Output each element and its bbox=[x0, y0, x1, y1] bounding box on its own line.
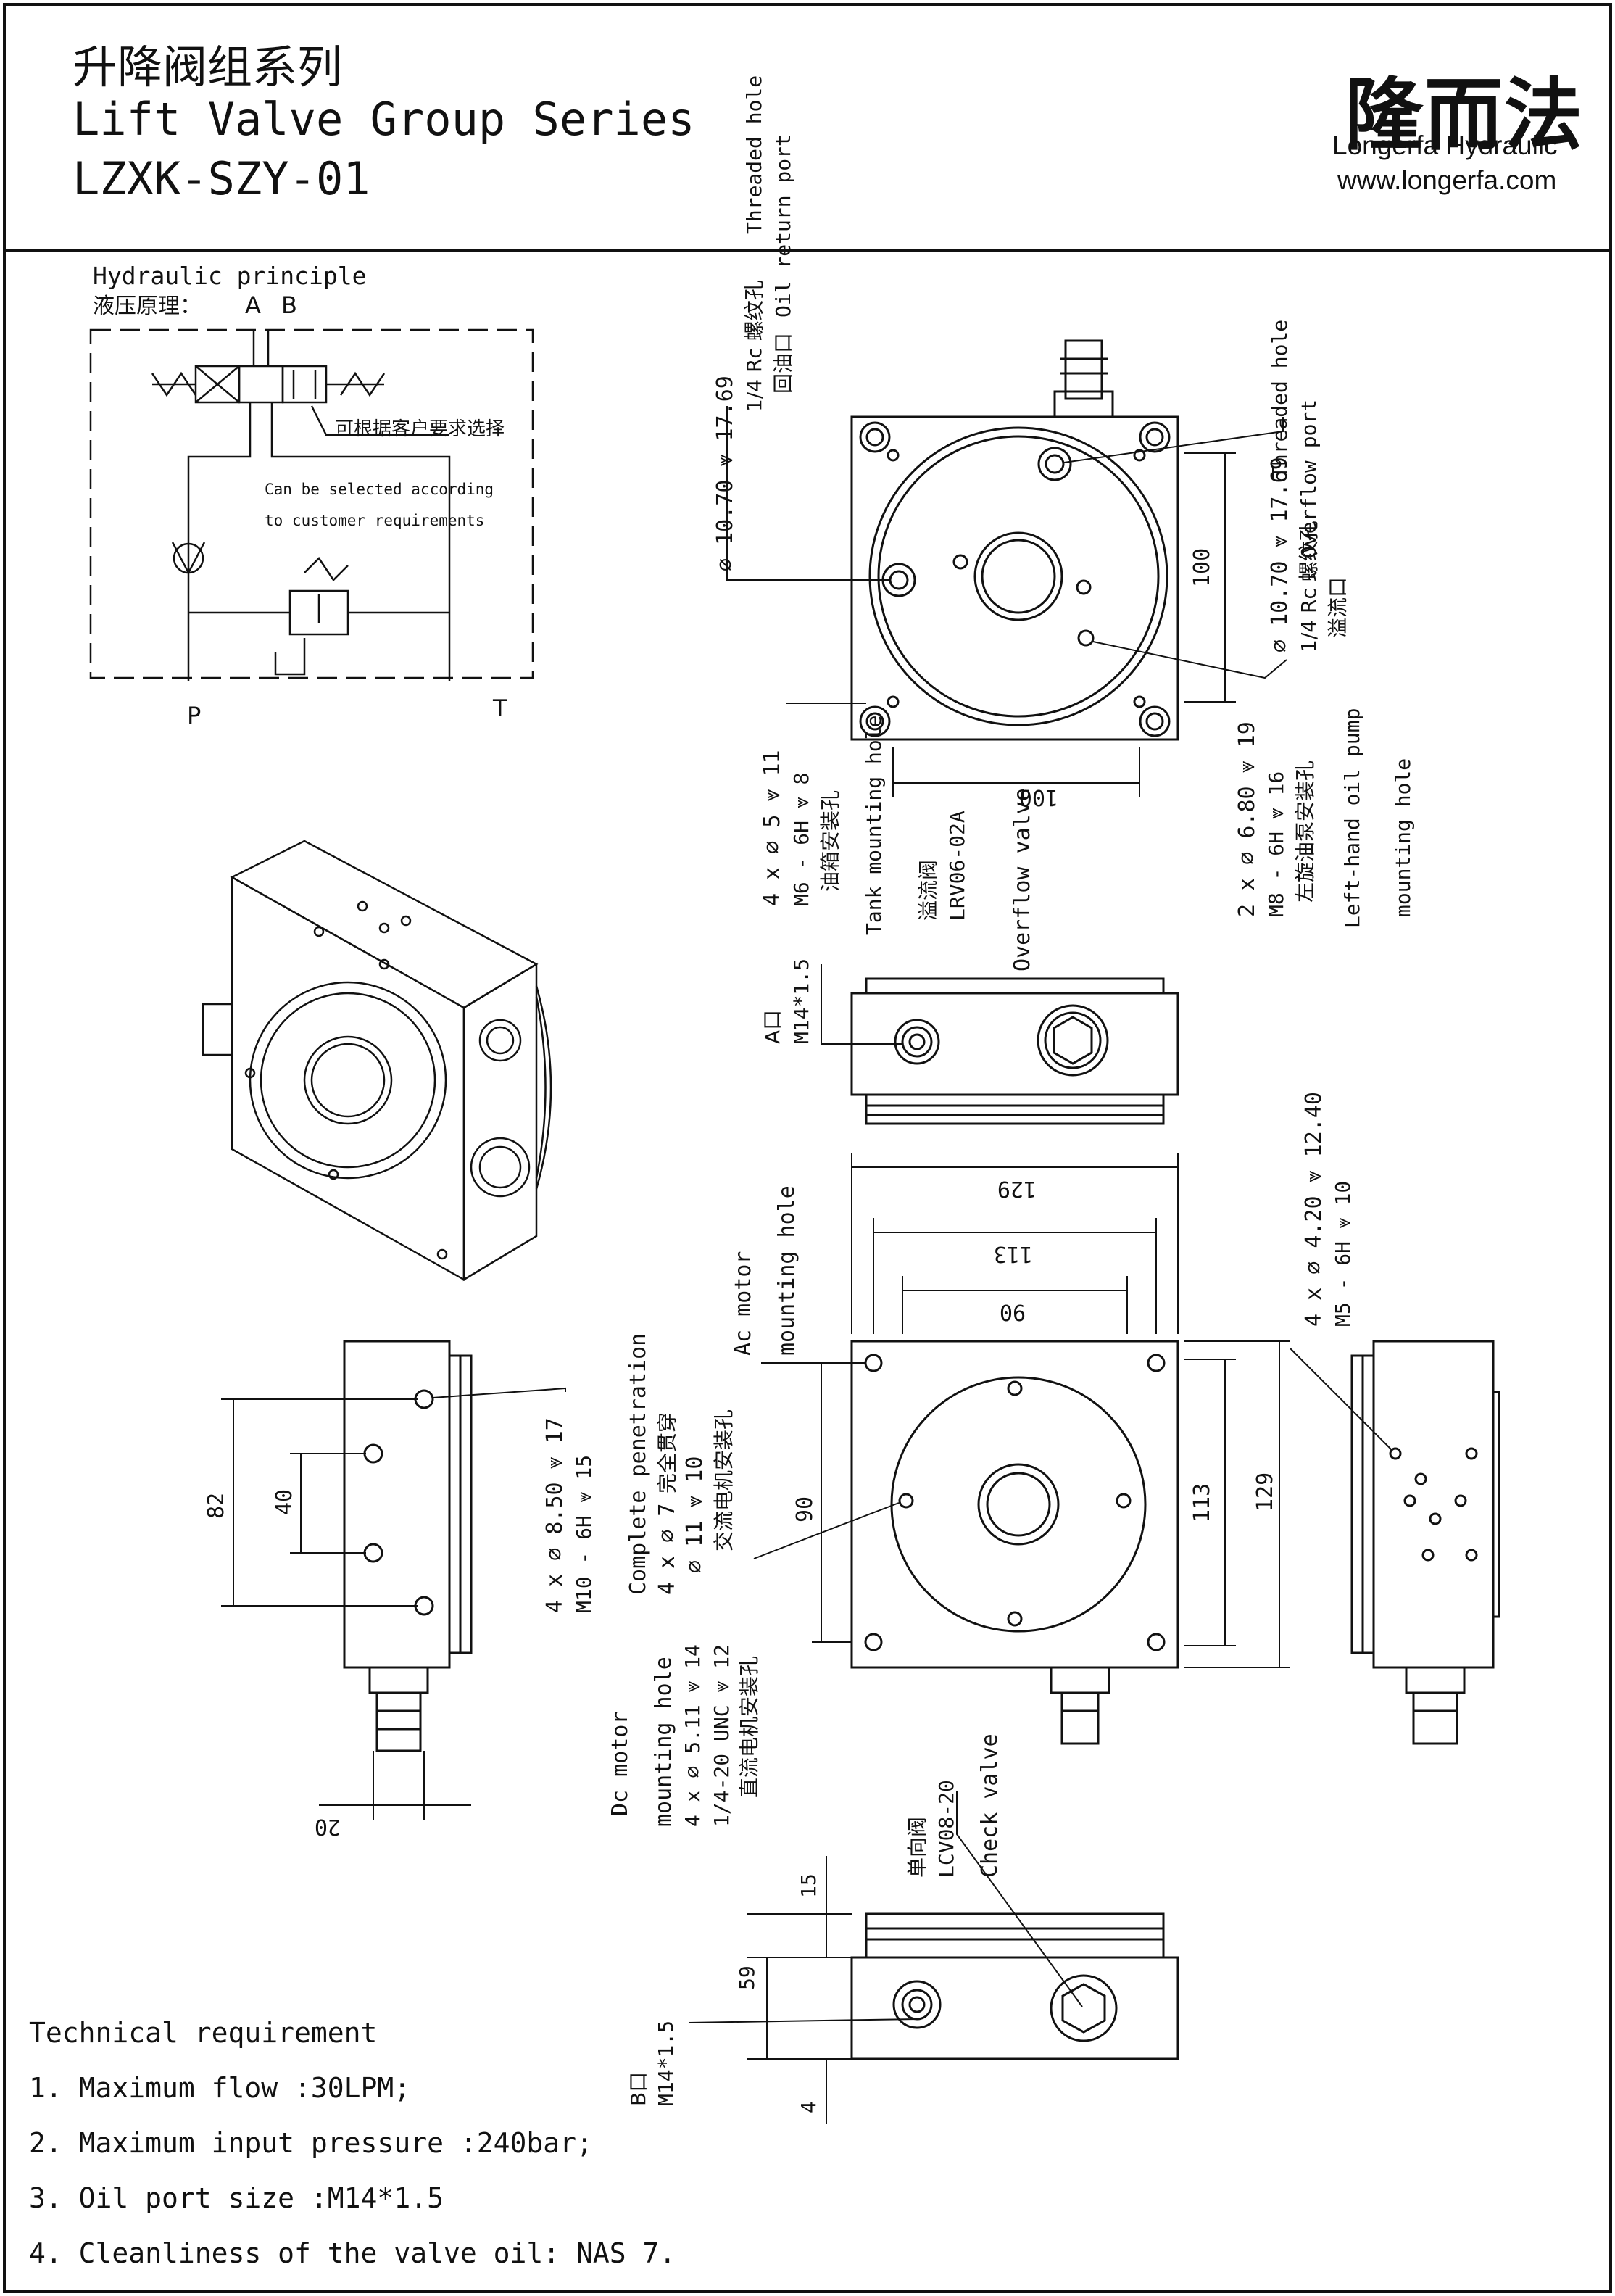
dc-motor-hole-thread: 1/4-20 UNC ⩔ 12 bbox=[710, 1644, 734, 1827]
m10-hole-spec: 4 x ⌀ 8.50 ⩔ 17 bbox=[542, 1417, 568, 1613]
overflow-valve-cn: 溢流阀 bbox=[916, 860, 940, 921]
m10-hole-thread: M10 - 6H ⩔ 15 bbox=[572, 1455, 596, 1613]
pump-hole-en-1: Left-hand oil pump bbox=[1340, 708, 1364, 928]
hydraulic-schematic bbox=[89, 328, 534, 681]
port-b-cn: B口 bbox=[626, 2072, 650, 2106]
left-view-dimensions bbox=[221, 1387, 566, 1820]
isometric-view bbox=[202, 840, 552, 1282]
model-number: LZXK-SZY-01 bbox=[72, 152, 370, 205]
return-port-en: Oil return port bbox=[771, 134, 795, 318]
return-port-cn: 回油口 bbox=[771, 333, 795, 394]
bottom-view bbox=[850, 1912, 1179, 2060]
pump-hole-en-2: mounting hole bbox=[1391, 758, 1415, 917]
dim-left-40: 40 bbox=[272, 1489, 297, 1515]
tech-heading: Technical requirement bbox=[29, 2017, 378, 2049]
dc-motor-hole-en-2: mounting hole bbox=[651, 1657, 676, 1827]
m5-hole-thread: M5 - 6H ⩔ 10 bbox=[1331, 1181, 1355, 1327]
dc-motor-hole-cn: 直流电机安装孔 bbox=[737, 1656, 761, 1798]
tech-item-1: 1. Maximum flow :30LPM; bbox=[29, 2072, 411, 2104]
dim-bottom-15: 15 bbox=[797, 1873, 821, 1898]
top-view bbox=[850, 339, 1179, 741]
right-view bbox=[1350, 1340, 1500, 1745]
dim-front-129-height: 129 bbox=[1253, 1472, 1278, 1512]
pump-hole-thread: M8 - 6H ⩔ 16 bbox=[1264, 771, 1288, 917]
tech-item-2: 2. Maximum input pressure :240bar; bbox=[29, 2127, 593, 2159]
port-b-label: B bbox=[281, 291, 297, 319]
port-a-spec: M14*1.5 bbox=[789, 958, 813, 1044]
return-port-spec: ⌀ 10.70 ⩔ 17.69 bbox=[713, 376, 738, 571]
schematic-title-cn: 液压原理： bbox=[93, 294, 202, 319]
pump-hole-spec: 2 x ⌀ 6.80 ⩔ 19 bbox=[1234, 721, 1260, 917]
bottom-view-dimensions bbox=[688, 1791, 1083, 2124]
title-chinese: 升降阀组系列 bbox=[72, 41, 343, 94]
ac-motor-hole-en-1: Ac motor bbox=[731, 1251, 756, 1356]
dim-front-113-height: 113 bbox=[1190, 1483, 1215, 1522]
through-hole-cn: 完全贯穿 bbox=[655, 1412, 679, 1493]
port-a-cn: A口 bbox=[760, 1010, 784, 1044]
overflow-valve-en: Overflow valve bbox=[1010, 788, 1035, 971]
left-view bbox=[343, 1340, 473, 1752]
overflow-port-en: Overflow port bbox=[1297, 399, 1321, 558]
sheet-border bbox=[3, 3, 1612, 2293]
overflow-port-threaded-hole: Threaded hole bbox=[1268, 320, 1292, 478]
dim-front-113-width: 113 bbox=[994, 1241, 1033, 1267]
dc-motor-hole-spec: 4 x ⌀ 5.11 ⩔ 14 bbox=[681, 1644, 705, 1827]
m5-hole-spec: 4 x ⌀ 4.20 ⩔ 12.40 bbox=[1301, 1092, 1327, 1327]
brand-name: Longerfa Hydraulic bbox=[1332, 130, 1558, 160]
dim-top-100-vertical: 100 bbox=[1190, 548, 1215, 587]
ac-motor-hole-spec-2: ⌀ 11 ⩔ 10 bbox=[682, 1456, 707, 1573]
side-view-upper bbox=[821, 964, 1179, 1125]
tank-hole-cn: 油箱安装孔 bbox=[818, 790, 842, 892]
schematic-note-en-2: to customer requirements bbox=[265, 512, 484, 529]
front-view-dimensions bbox=[753, 1153, 1392, 1668]
dim-front-129-width: 129 bbox=[997, 1176, 1037, 1201]
port-a-label: A bbox=[245, 291, 261, 319]
tech-item-4: 4. Cleanliness of the valve oil: NAS 7. bbox=[29, 2237, 676, 2269]
tank-hole-spec: 4 x ⌀ 5 ⩔ 11 bbox=[760, 750, 785, 906]
pump-hole-cn: 左旋油泵安装孔 bbox=[1293, 761, 1317, 903]
ac-motor-hole-cn: 交流电机安装孔 bbox=[712, 1409, 736, 1551]
port-t-label: T bbox=[492, 695, 507, 722]
schematic-title-en: Hydraulic principle bbox=[93, 262, 367, 290]
overflow-port-spec: ⌀ 10.70 ⩔ 17.69 bbox=[1267, 457, 1292, 652]
ac-motor-hole-en-2: mounting hole bbox=[774, 1185, 800, 1356]
ac-motor-hole-spec-1: 4 x ⌀ 7 bbox=[655, 1504, 680, 1595]
dim-bottom-4: 4 bbox=[797, 2101, 821, 2113]
dim-top-100-horizontal: 100 bbox=[1019, 784, 1058, 810]
tank-hole-en: Tank mounting hole bbox=[862, 716, 886, 935]
check-valve-en: Check valve bbox=[977, 1733, 1002, 1878]
port-b-spec: M14*1.5 bbox=[654, 2021, 678, 2106]
dim-front-90-width: 90 bbox=[1000, 1299, 1026, 1325]
top-view-dimensions bbox=[726, 406, 1287, 797]
dim-left-82: 82 bbox=[204, 1493, 229, 1519]
overflow-port-thread: 1/4 Rc 螺纹孔 bbox=[1297, 521, 1321, 652]
check-valve-model: LCV08-20 bbox=[934, 1780, 958, 1878]
schematic-note-en-1: Can be selected according bbox=[265, 481, 494, 498]
check-valve-cn: 单向阀 bbox=[905, 1817, 929, 1878]
through-hole-en: Complete penetration bbox=[626, 1333, 651, 1595]
return-port-threaded-hole: Threaded hole bbox=[742, 75, 766, 234]
overflow-port-cn: 溢流口 bbox=[1326, 577, 1350, 638]
dim-bottom-59: 59 bbox=[735, 1965, 759, 1990]
brand-logo: 隆而法 bbox=[1345, 70, 1585, 161]
overflow-valve-model: LRV06-02A bbox=[945, 811, 969, 921]
dim-left-20: 20 bbox=[315, 1814, 341, 1839]
dc-motor-hole-en-1: Dc motor bbox=[607, 1712, 633, 1817]
return-port-thread: 1/4 Rc 螺纹孔 bbox=[742, 280, 766, 412]
title-english: Lift Valve Group Series bbox=[72, 93, 695, 146]
tank-hole-thread: M6 - 6H ⩔ 8 bbox=[789, 773, 813, 906]
port-p-label: P bbox=[187, 702, 201, 729]
tech-item-3: 3. Oil port size :M14*1.5 bbox=[29, 2182, 444, 2214]
brand-url: www.longerfa.com bbox=[1337, 165, 1557, 195]
schematic-note-cn: 可根据客户要求选择 bbox=[335, 418, 505, 440]
dim-front-90-height: 90 bbox=[792, 1496, 818, 1522]
front-view bbox=[850, 1340, 1179, 1745]
